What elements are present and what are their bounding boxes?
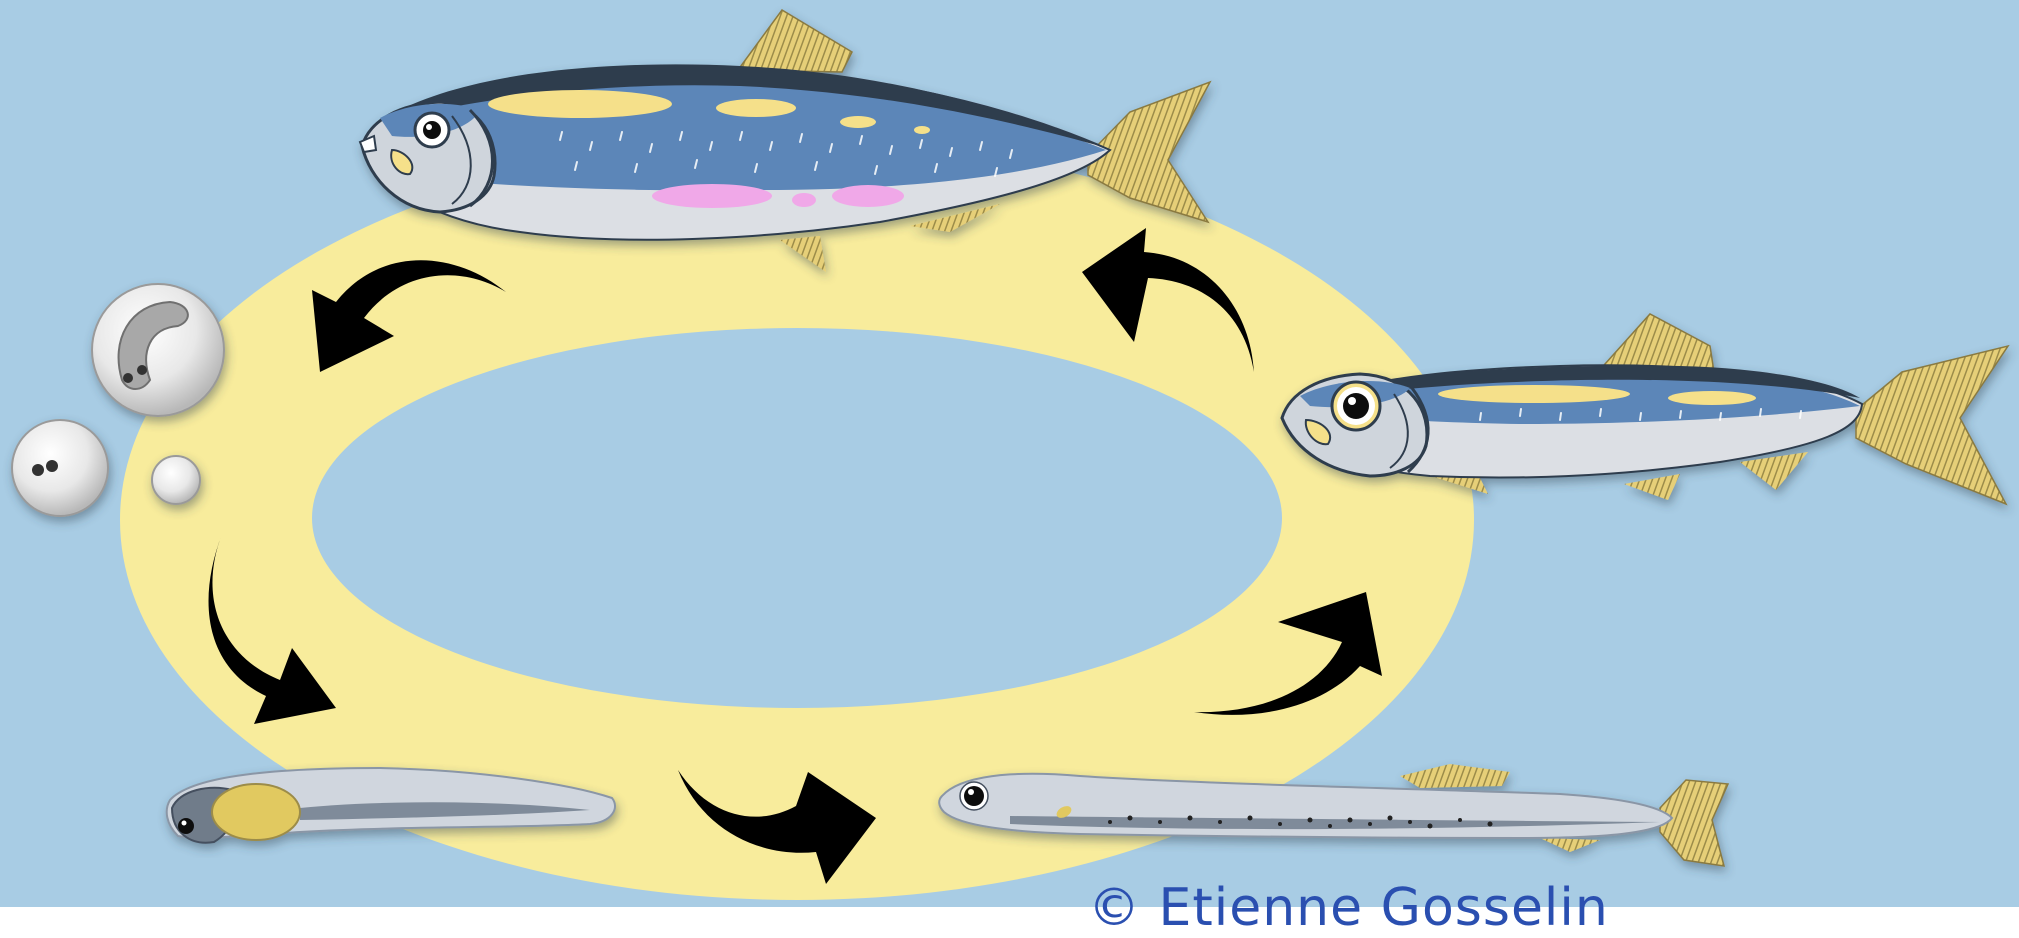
life-cycle-diagram (0, 0, 2019, 907)
copyright-text: © Etienne Gosselin (1088, 878, 1609, 938)
